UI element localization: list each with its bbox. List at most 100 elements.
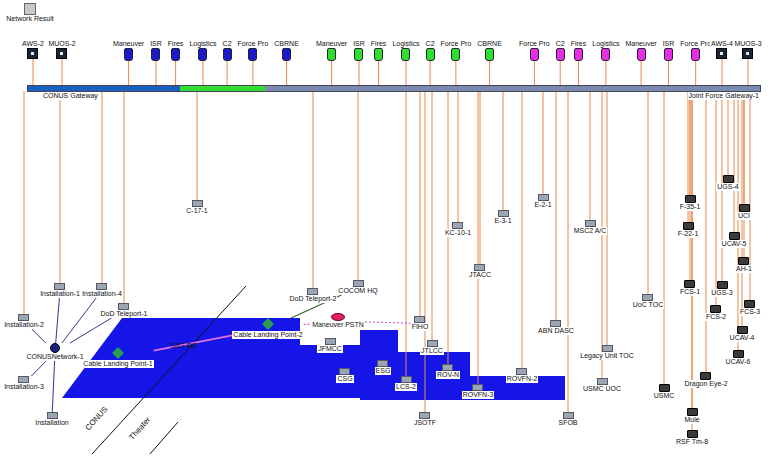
node-label: ROVFN-3 [462,391,495,399]
node-label: UoC TOC [632,301,664,309]
network-node: Network Result [5,3,54,23]
network-node: Installation [34,412,69,427]
platform-icon [739,204,750,212]
platform-icon [723,175,734,183]
link-line [695,61,696,86]
node-label: Network Result [5,15,54,23]
link-line [503,91,504,210]
link-line [641,61,642,86]
link-line [728,91,729,175]
gateway-bar: CONUS GatewayJoint Force Gateway-1 [28,86,760,91]
node-label: FCS-1 [679,288,701,296]
site-icon [118,303,129,310]
network-node: JSOTF [413,412,437,427]
service-icon [574,48,583,61]
network-node: LCS-2 [395,376,417,391]
node-label: LCS-2 [395,383,417,391]
node-label: CONUSNetwork-1 [25,353,84,361]
link-line [560,61,561,86]
node-label: USMC UOC [582,385,622,393]
node-label: CSG [336,375,353,383]
site-icon [47,412,58,419]
service-node: ISR [352,40,366,61]
node-label: JSOTF [413,419,437,427]
site-icon [538,194,549,201]
platform-icon [684,280,695,288]
node-label: FCS-2 [705,313,727,321]
site-icon [377,360,388,367]
node-label: E-3-1 [493,217,512,225]
link-line [175,61,176,86]
site-icon [602,345,613,352]
node-label: MUOS-3 [733,40,762,48]
landing-diamond [112,347,123,358]
network-node: E-3-1 [493,210,512,225]
network-node: ABN DASC [537,320,575,335]
pstn-oval [331,313,345,321]
site-icon [192,200,203,207]
network-node: UCAV-5 [721,232,748,248]
network-node: Maneuver PSTN [311,313,365,329]
service-icon [327,48,336,61]
site-icon [339,368,350,375]
service-node: C2 [555,40,566,61]
link-line [568,91,569,412]
link-line [664,91,665,384]
site-icon [96,283,107,290]
network-node: CSG [336,368,353,383]
node-label: Mule [683,416,700,424]
network-node: F-22-1 [677,222,700,238]
node-label: Dragon Eye-2 [683,380,728,388]
link-line [32,329,46,343]
service-node: Logistics [391,40,420,61]
service-node: ISR [662,40,676,61]
platform-icon [710,305,721,313]
platform-icon [733,350,744,358]
site-icon [474,264,485,271]
platform-icon [700,372,711,380]
link-line [62,59,63,86]
node-label: AWS-2 [21,40,45,48]
landing-diamond [262,318,273,329]
platform-icon [687,430,698,438]
network-node: JFMCC [317,338,343,353]
link-line [543,91,544,194]
node-label: E-2-1 [533,201,552,209]
network-node: JTACC [468,264,492,279]
network-node: ROVFN-2 [506,368,539,383]
network-node: CONUSNetwork-1 [25,343,84,361]
platform-icon [683,222,694,230]
link-line [406,91,407,376]
site-icon [401,376,412,383]
platform-icon [738,257,749,265]
network-node: Mule [683,408,700,424]
link-line [668,61,669,86]
service-node: C2 [425,40,436,61]
site-icon [498,210,509,217]
node-label: C2 [425,40,436,48]
link-line [432,91,433,340]
node-label: JFMCC [317,345,343,353]
service-icon [354,48,363,61]
node-label: DoD Teleport-2 [289,295,338,303]
service-icon [485,48,494,61]
service-node: Maneuver [624,40,657,61]
service-icon [664,48,673,61]
node-label: Logistics [591,40,620,48]
link-line [556,91,557,320]
node-label: C2 [555,40,566,48]
node-label: C2 [222,40,233,48]
node-label: JTLCC [420,347,444,355]
network-node: MUOS-3 [733,40,762,59]
service-node: ISR [149,40,163,61]
network-node: FCS-3 [739,300,761,316]
node-label: Cable Landing Point-1 [82,360,153,368]
node-label: ROV-N [436,371,460,379]
service-node: Logistics [591,40,620,61]
service-node: Fires [370,40,388,61]
link-line [70,318,112,343]
service-icon [223,48,232,61]
network-node: UCAV-6 [725,350,752,366]
